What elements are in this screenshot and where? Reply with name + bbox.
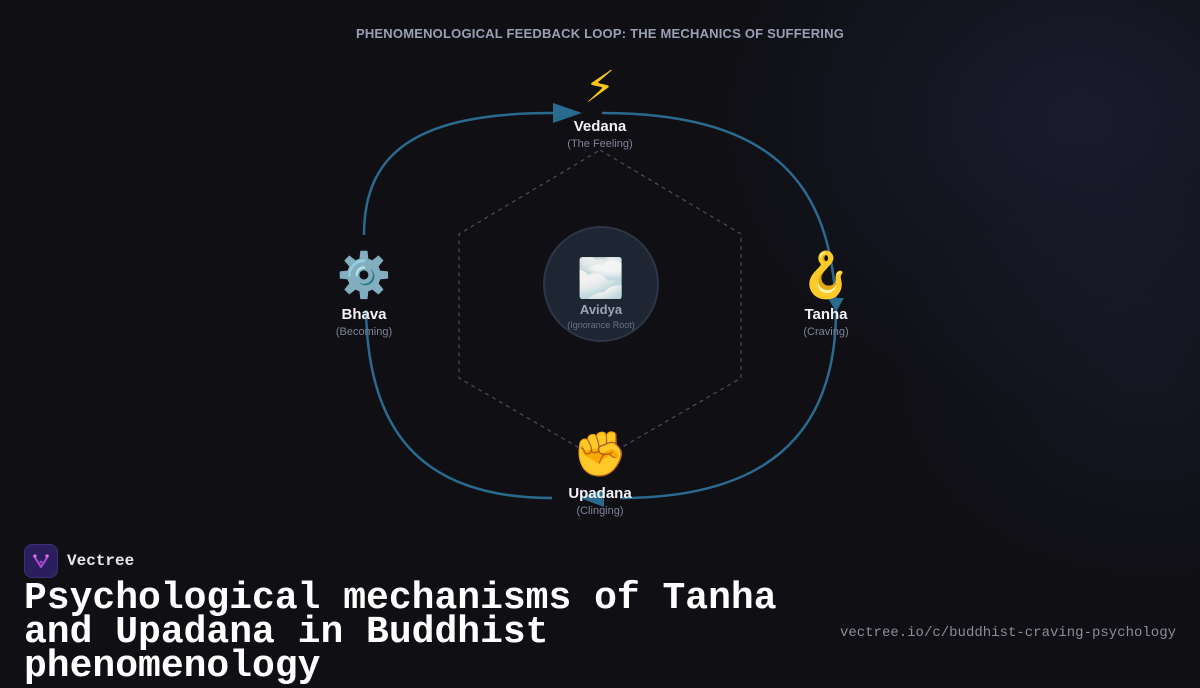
arrowhead-to-upadana <box>580 489 604 507</box>
hook-icon: 🪝 <box>798 250 854 301</box>
arrowhead-to-vedana <box>553 103 582 123</box>
node-tanha-name: Tanha <box>804 306 848 323</box>
center-node-avidya: 🌫️ Avidya (Ignorance Root) <box>543 226 659 342</box>
node-tanha-sub: (Craving) <box>803 326 849 338</box>
center-node-name: Avidya <box>579 302 623 317</box>
brand-name: Vectree <box>67 552 135 570</box>
node-bhava-sub: (Becoming) <box>335 326 393 338</box>
brand-logo <box>24 544 58 578</box>
loop-arc-upadana-to-bhava <box>364 309 553 500</box>
node-upadana-sub: (Clinging) <box>576 505 624 517</box>
vectree-logo-icon <box>33 554 49 568</box>
node-vedana: ⚡ Vedana (The Feeling) <box>520 62 680 150</box>
gear-icon: ⚙️ <box>336 250 392 301</box>
loop-arc-bhava-to-vedana <box>362 111 554 236</box>
node-upadana-name: Upadana <box>568 485 632 502</box>
arrowhead-to-tanha <box>828 298 844 312</box>
node-bhava: ⚙️ Bhava (Becoming) <box>284 250 444 338</box>
source-url[interactable]: vectree.io/c/buddhist-craving-psychology <box>839 625 1176 641</box>
center-hexagon <box>458 149 742 461</box>
center-node-sub: (Ignorance Root) <box>567 320 635 330</box>
diagram-title: PHENOMENOLOGICAL FEEDBACK LOOP: THE MECH… <box>355 26 845 41</box>
node-tanha: 🪝 Tanha (Craving) <box>746 250 906 338</box>
node-vedana-name: Vedana <box>573 118 627 135</box>
brand: Vectree <box>24 544 134 578</box>
loop-arc-tanha-to-upadana <box>619 309 838 500</box>
fist-icon: ✊ <box>572 429 628 480</box>
lightning-icon: ⚡ <box>584 62 616 113</box>
fog-icon: 🌫️ <box>577 256 625 300</box>
headline: Psychological mechanisms of Tanha and Up… <box>24 577 777 688</box>
node-bhava-name: Bhava <box>341 306 387 323</box>
node-upadana: ✊ Upadana (Clinging) <box>520 429 680 517</box>
node-vedana-sub: (The Feeling) <box>567 138 633 150</box>
loop-arc-vedana-to-tanha <box>601 111 838 306</box>
